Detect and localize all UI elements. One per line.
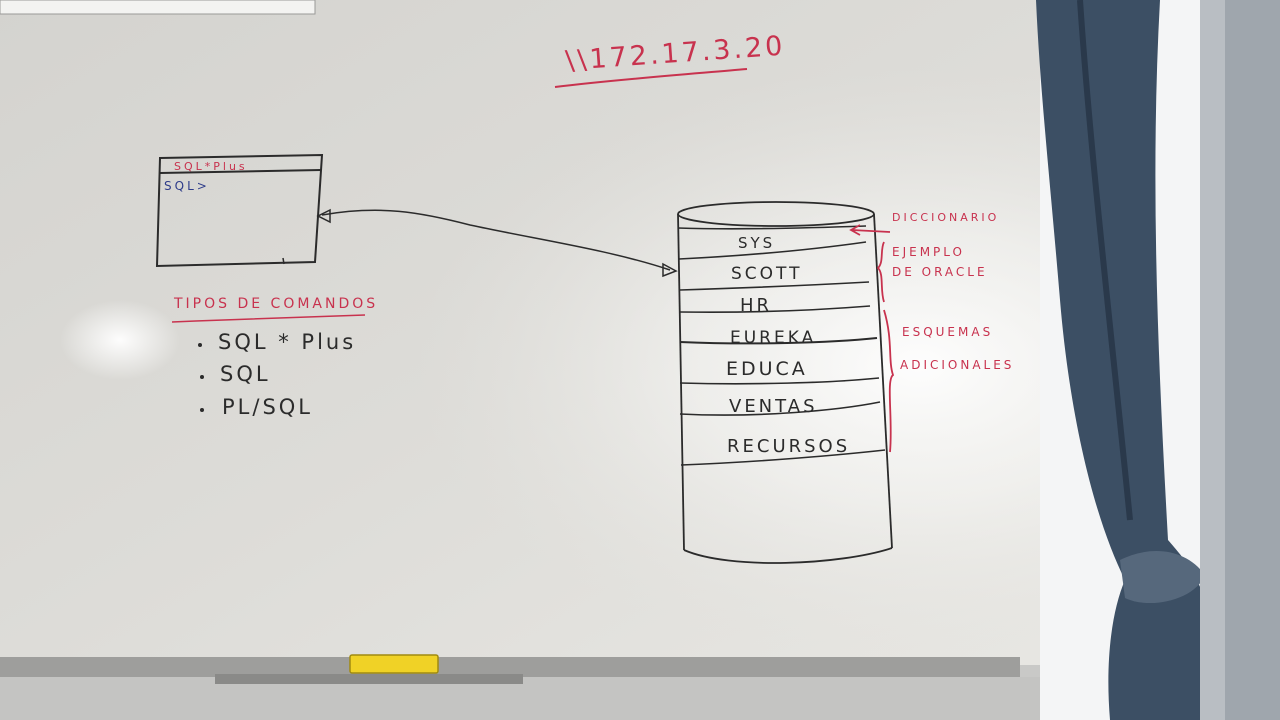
heading-underline	[171, 314, 366, 323]
marker-tray	[0, 657, 1020, 677]
sqlplus-prompt: SQL>	[164, 179, 210, 193]
sqlplus-window-title: SQL*Plus	[174, 160, 248, 173]
curtain	[1036, 0, 1213, 720]
additional-label-line1: ESQUEMAS	[902, 325, 993, 339]
command-types-list: SQL * Plus SQL PL/SQL	[198, 330, 356, 419]
schema-label: EDUCA	[726, 358, 808, 380]
schema-label: RECURSOS	[727, 436, 850, 457]
sqlplus-window-sketch: SQL*Plus SQL>	[155, 153, 324, 268]
eraser	[349, 654, 439, 674]
screen-edge	[0, 0, 316, 15]
example-brace	[876, 241, 885, 303]
dictionary-label: DICCIONARIO	[892, 211, 999, 224]
example-label-line2: DE ORACLE	[892, 265, 988, 279]
command-item: SQL * Plus	[218, 330, 356, 354]
example-label-line1: EJEMPLO	[892, 245, 965, 259]
connection-arrow	[316, 208, 678, 278]
dictionary-arrow	[849, 224, 891, 236]
additional-label-line2: ADICIONALES	[900, 358, 1014, 372]
schema-label: SYS	[738, 234, 775, 252]
database-cylinder	[677, 201, 893, 564]
command-types-heading: TIPOS DE COMANDOS	[173, 296, 378, 312]
schema-label: VENTAS	[729, 396, 818, 417]
schema-label: HR	[740, 295, 772, 316]
command-item: PL/SQL	[222, 395, 313, 419]
schema-label: EUREKA	[730, 328, 816, 348]
additional-brace	[883, 309, 895, 453]
command-item: SQL	[220, 362, 271, 386]
title-underline	[554, 68, 748, 88]
schema-label: SCOTT	[731, 264, 803, 284]
